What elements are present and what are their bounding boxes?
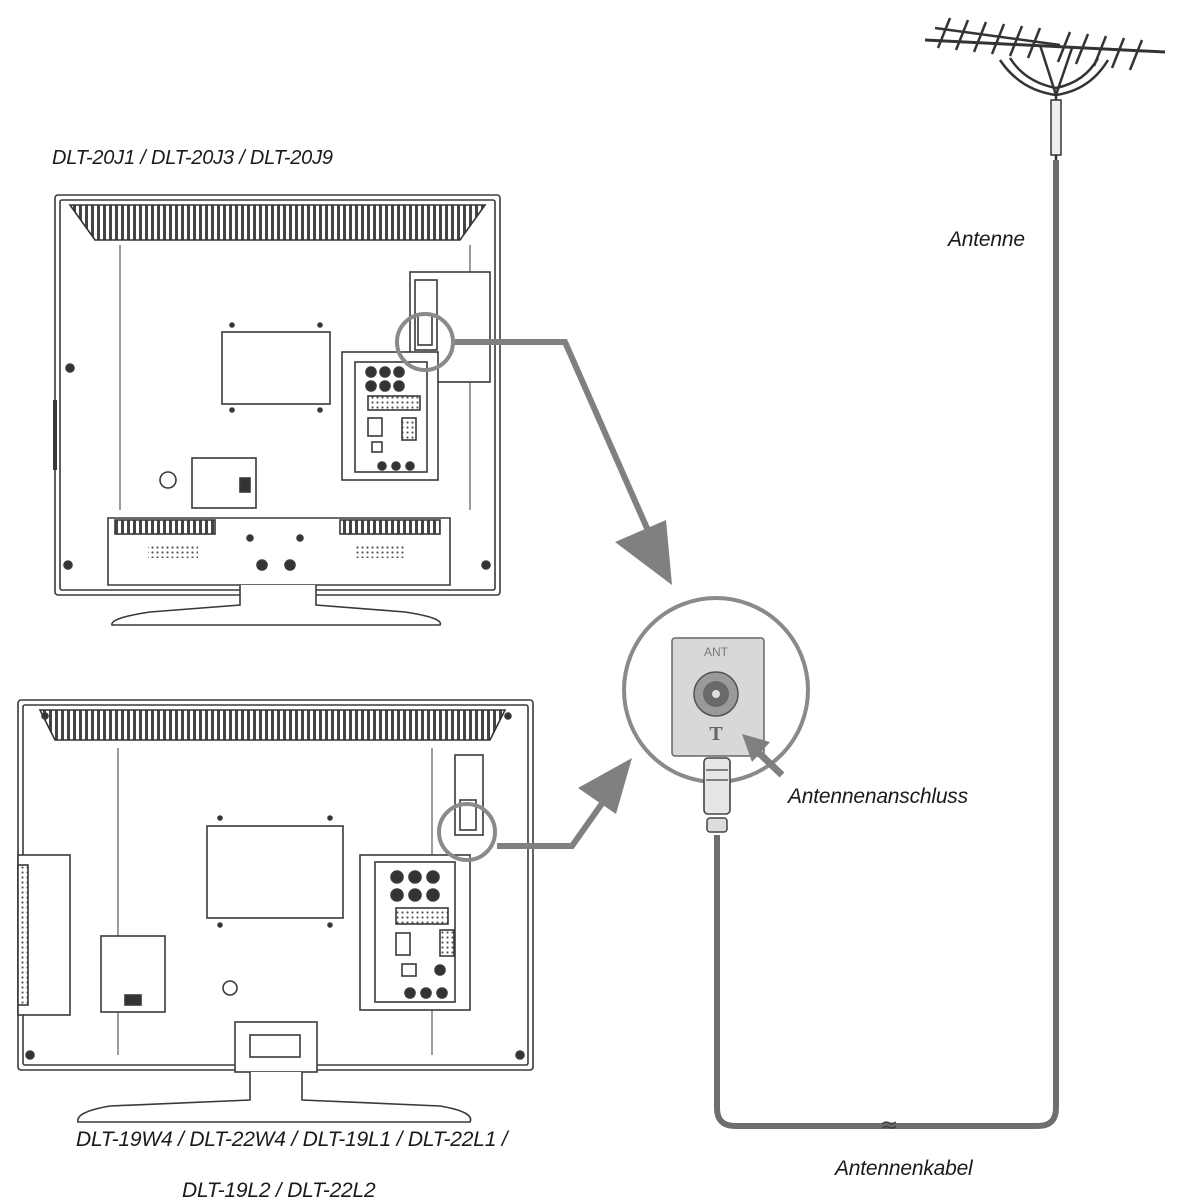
tv-bottom-illustration — [17, 699, 534, 1123]
antenna-port-closeup — [622, 596, 810, 833]
antenna-cable — [714, 160, 1059, 1129]
port-symbol-icon: T — [709, 723, 723, 745]
arrow-bottom — [497, 758, 632, 849]
highlight-circle-bottom — [437, 802, 497, 862]
model-label-top: DLT-20J1 / DLT-20J3 / DLT-20J9 — [52, 147, 333, 169]
arrow-top — [455, 339, 672, 585]
tv-top-illustration — [53, 194, 501, 626]
antenna-icon — [924, 17, 1166, 160]
highlight-circle-top — [395, 312, 455, 372]
cable-break-icon: ≈ — [880, 1113, 898, 1138]
antenna-label: Antenne — [948, 228, 1025, 251]
antenna-cable-label: Antennenkabel — [835, 1157, 973, 1180]
model-label-bottom-1: DLT-19W4 / DLT-22W4 / DLT-19L1 / DLT-22L… — [76, 1128, 508, 1151]
antenna-port-label: Antennenanschluss — [788, 785, 968, 808]
model-label-bottom-2: DLT-19L2 / DLT-22L2 — [182, 1182, 376, 1200]
port-label-text: ANT — [704, 645, 729, 659]
